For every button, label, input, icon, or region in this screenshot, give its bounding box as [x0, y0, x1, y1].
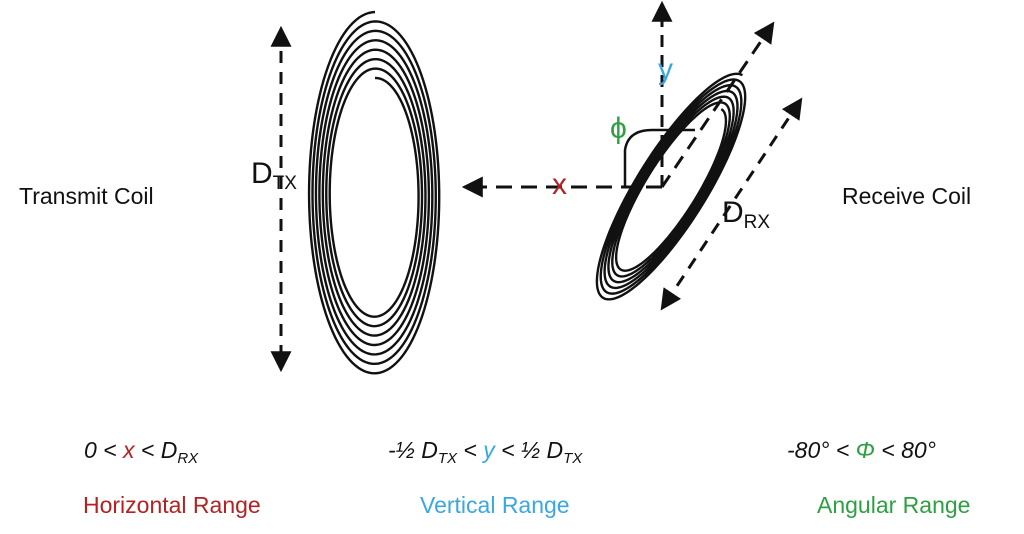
vertical-formula-sub2: TX — [563, 450, 583, 467]
vertical-formula-var: y — [483, 437, 495, 463]
d-rx-subscript: RX — [743, 212, 771, 233]
transmit-coil-path — [307, 10, 441, 375]
horizontal-formula-mid: < D — [134, 437, 178, 463]
horizontal-formula: 0 < x < DRX — [84, 437, 198, 467]
horizontal-formula-var: x — [123, 437, 135, 463]
angular-formula-prefix: -80° < — [787, 437, 856, 463]
vertical-formula-sub1: TX — [437, 450, 458, 467]
d-tx-base: D — [251, 157, 273, 190]
horizontal-formula-prefix: 0 < — [84, 437, 124, 463]
angular-formula-suffix: < 80° — [874, 437, 936, 463]
receive-coil-label: Receive Coil — [842, 183, 972, 209]
d-rx-label: DRX — [722, 196, 770, 234]
transmit-coil-label: Transmit Coil — [19, 183, 154, 209]
angular-formula-var: Φ — [855, 437, 875, 463]
vertical-formula-mid2: < ½ D — [494, 437, 564, 463]
transmit-coil-spiral — [307, 10, 441, 375]
angular-formula: -80° < Φ < 80° — [787, 437, 936, 464]
receive-coil-spiral — [595, 72, 747, 301]
d-rx-base: D — [722, 196, 744, 229]
y-variable-label: y — [658, 53, 673, 86]
angular-range-label: Angular Range — [817, 492, 971, 518]
vertical-formula-prefix: -½ D — [388, 437, 438, 463]
phi-variable-label: ϕ — [610, 112, 627, 145]
horizontal-formula-sub: RX — [177, 450, 199, 467]
d-tx-subscript: TX — [272, 173, 297, 194]
vertical-range-label: Vertical Range — [420, 492, 570, 518]
vertical-formula: -½ DTX < y < ½ DTX — [388, 437, 582, 467]
receive-coil-path — [595, 72, 747, 301]
x-variable-label: x — [552, 168, 567, 201]
vertical-formula-mid1: < — [457, 437, 484, 463]
d-tx-label: DTX — [251, 157, 297, 195]
phi-angle-arc — [623, 128, 695, 187]
horizontal-range-label: Horizontal Range — [83, 492, 261, 518]
